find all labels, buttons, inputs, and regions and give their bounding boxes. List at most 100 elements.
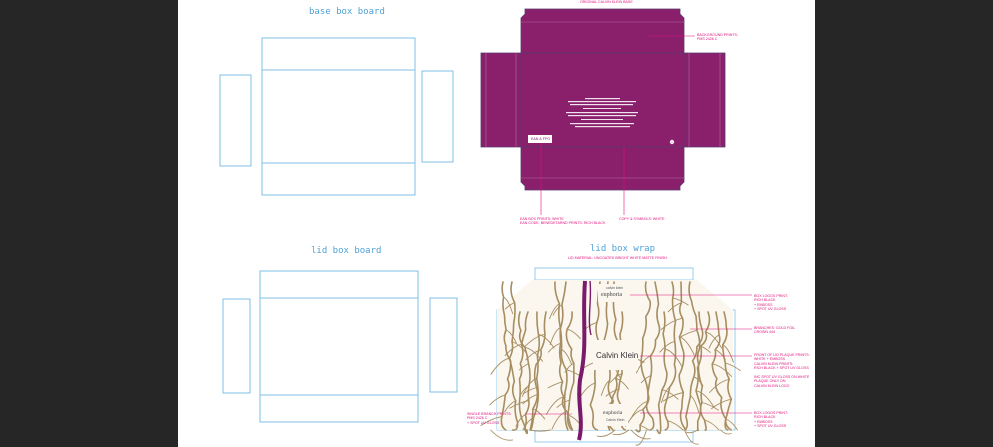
branch-stem xyxy=(711,311,729,431)
branch-twig xyxy=(561,349,572,365)
branch-stem xyxy=(656,311,668,435)
base-wrap-center xyxy=(520,52,685,148)
branch-twig xyxy=(664,348,683,368)
branch-twig xyxy=(711,363,733,377)
branch-twig xyxy=(662,392,684,402)
branch-twig xyxy=(503,296,514,315)
lid-wrap-bottom-flap xyxy=(534,429,694,443)
branch-twig xyxy=(525,349,542,361)
branch-twig xyxy=(722,344,734,363)
branch-stem xyxy=(695,311,711,432)
lid-badge-bottom-text: euphoria xyxy=(603,410,623,416)
branches-foil-note: BRANCHES: GOLD FOIL CROWN 444 xyxy=(754,326,796,335)
ean-barcode-box xyxy=(528,135,552,143)
lid-box-wrap xyxy=(480,267,741,446)
lid-material-note: LID MATERIAL: UNCOATED BRIGHT WHITE MATT… xyxy=(568,256,667,260)
branch-twig xyxy=(695,390,715,409)
branch-twig xyxy=(522,387,538,395)
branch-twig xyxy=(551,411,566,430)
base-wrap-left-flap xyxy=(480,52,522,148)
branch-twig xyxy=(660,317,684,330)
box-logos-bottom-note: BOX LOGOS PRINT: RICH BLACK + EMBOSS + S… xyxy=(754,411,788,429)
lid-box-wrap-title: lid box wrap xyxy=(590,244,656,254)
branch-stem xyxy=(678,281,687,431)
branch-twig xyxy=(661,389,679,400)
branch-twig xyxy=(504,343,522,357)
lid-badge-top-small: calvin klein xyxy=(606,286,624,290)
branch-stem xyxy=(635,281,661,433)
branch-twig xyxy=(685,429,698,434)
base-wrap-copy-block xyxy=(566,98,638,128)
branch-twig xyxy=(635,355,651,374)
branch-twig xyxy=(630,429,651,440)
branch-twig xyxy=(667,302,682,313)
background-prints-note: BACKGROUND PRINTS: PMS 2426 C xyxy=(697,33,738,42)
branch-twig xyxy=(709,378,730,393)
branch-twig xyxy=(490,429,514,441)
branch-twig xyxy=(667,420,684,431)
branch-twig xyxy=(659,340,676,353)
branch-twig xyxy=(596,429,616,437)
branch-stem xyxy=(663,281,677,431)
branch-twig xyxy=(720,429,732,435)
lid-board-right-flap xyxy=(429,297,458,393)
base-board-frame xyxy=(261,37,416,196)
branch-stem xyxy=(558,281,574,431)
base-wrap-right-flap xyxy=(683,52,726,148)
lid-board-left-flap xyxy=(222,298,251,394)
lid-plaque xyxy=(593,340,638,370)
lid-board-frame xyxy=(259,270,419,423)
branch-twig xyxy=(549,327,561,346)
lid-wrap-top-flap xyxy=(534,267,694,281)
base-wrap-bottom-flap xyxy=(520,146,685,191)
branch-twig xyxy=(580,382,596,397)
branch-stem xyxy=(508,281,519,431)
copy-symbols-note: COPY & SYMBOLS: WHITE xyxy=(619,217,665,221)
single-branch-note: SINGLE BRANCH PRINTS: PMS 2426 C + SPOT … xyxy=(467,412,512,425)
branch-stem xyxy=(721,311,733,431)
branch-twig xyxy=(683,429,699,445)
recycle-symbol xyxy=(669,139,675,145)
branch-twig xyxy=(518,363,529,371)
branch-twig xyxy=(480,416,503,426)
purple-branch xyxy=(577,280,587,441)
branch-twig xyxy=(490,357,511,375)
branch-twig xyxy=(532,408,546,420)
base-box-board-outline xyxy=(219,37,454,196)
base-wrap-top-flap xyxy=(520,8,685,54)
branch-stem xyxy=(518,311,529,433)
branch-twig xyxy=(635,429,647,446)
branch-twig xyxy=(725,418,738,431)
branch-twig xyxy=(556,399,571,408)
base-board-left-flap xyxy=(219,74,252,167)
branch-twig xyxy=(711,398,732,410)
branch-twig xyxy=(504,302,516,310)
lid-box-board-outline xyxy=(222,270,458,423)
branch-twig xyxy=(708,334,720,349)
branch-twig xyxy=(537,333,555,349)
branch-twig xyxy=(523,333,546,348)
lid-badge-top xyxy=(598,284,628,302)
branch-stem xyxy=(529,311,547,431)
branch-stem xyxy=(683,311,704,431)
leader-lines xyxy=(525,35,752,415)
lid-badge-bottom xyxy=(598,404,628,426)
branch-twig xyxy=(672,297,689,306)
box-logos-top-note: BOX LOGOS PRINT: RICH BLACK + EMBOSS + S… xyxy=(754,294,788,312)
base-box-wrap xyxy=(480,8,726,191)
branch-twig xyxy=(701,402,719,411)
branch-twig xyxy=(545,396,565,415)
ean-print-note: EAN BOX PRINTS: WHITE EAN CODE, BENEDETA… xyxy=(520,217,606,226)
branch-twig xyxy=(612,429,630,436)
branch-twig xyxy=(524,346,544,362)
branch-twig xyxy=(547,381,564,389)
branch-twig xyxy=(511,341,527,354)
base-wrap-top-caption: ORIGINAL CALVIN KLEIN BASE xyxy=(580,0,633,4)
branch-twig xyxy=(724,362,741,372)
branch-twig xyxy=(705,331,723,349)
branch-twig xyxy=(615,377,629,390)
ean-box-label: EAN & FPO xyxy=(531,137,551,141)
branch-twig xyxy=(515,414,526,427)
branch-twig xyxy=(489,394,506,406)
